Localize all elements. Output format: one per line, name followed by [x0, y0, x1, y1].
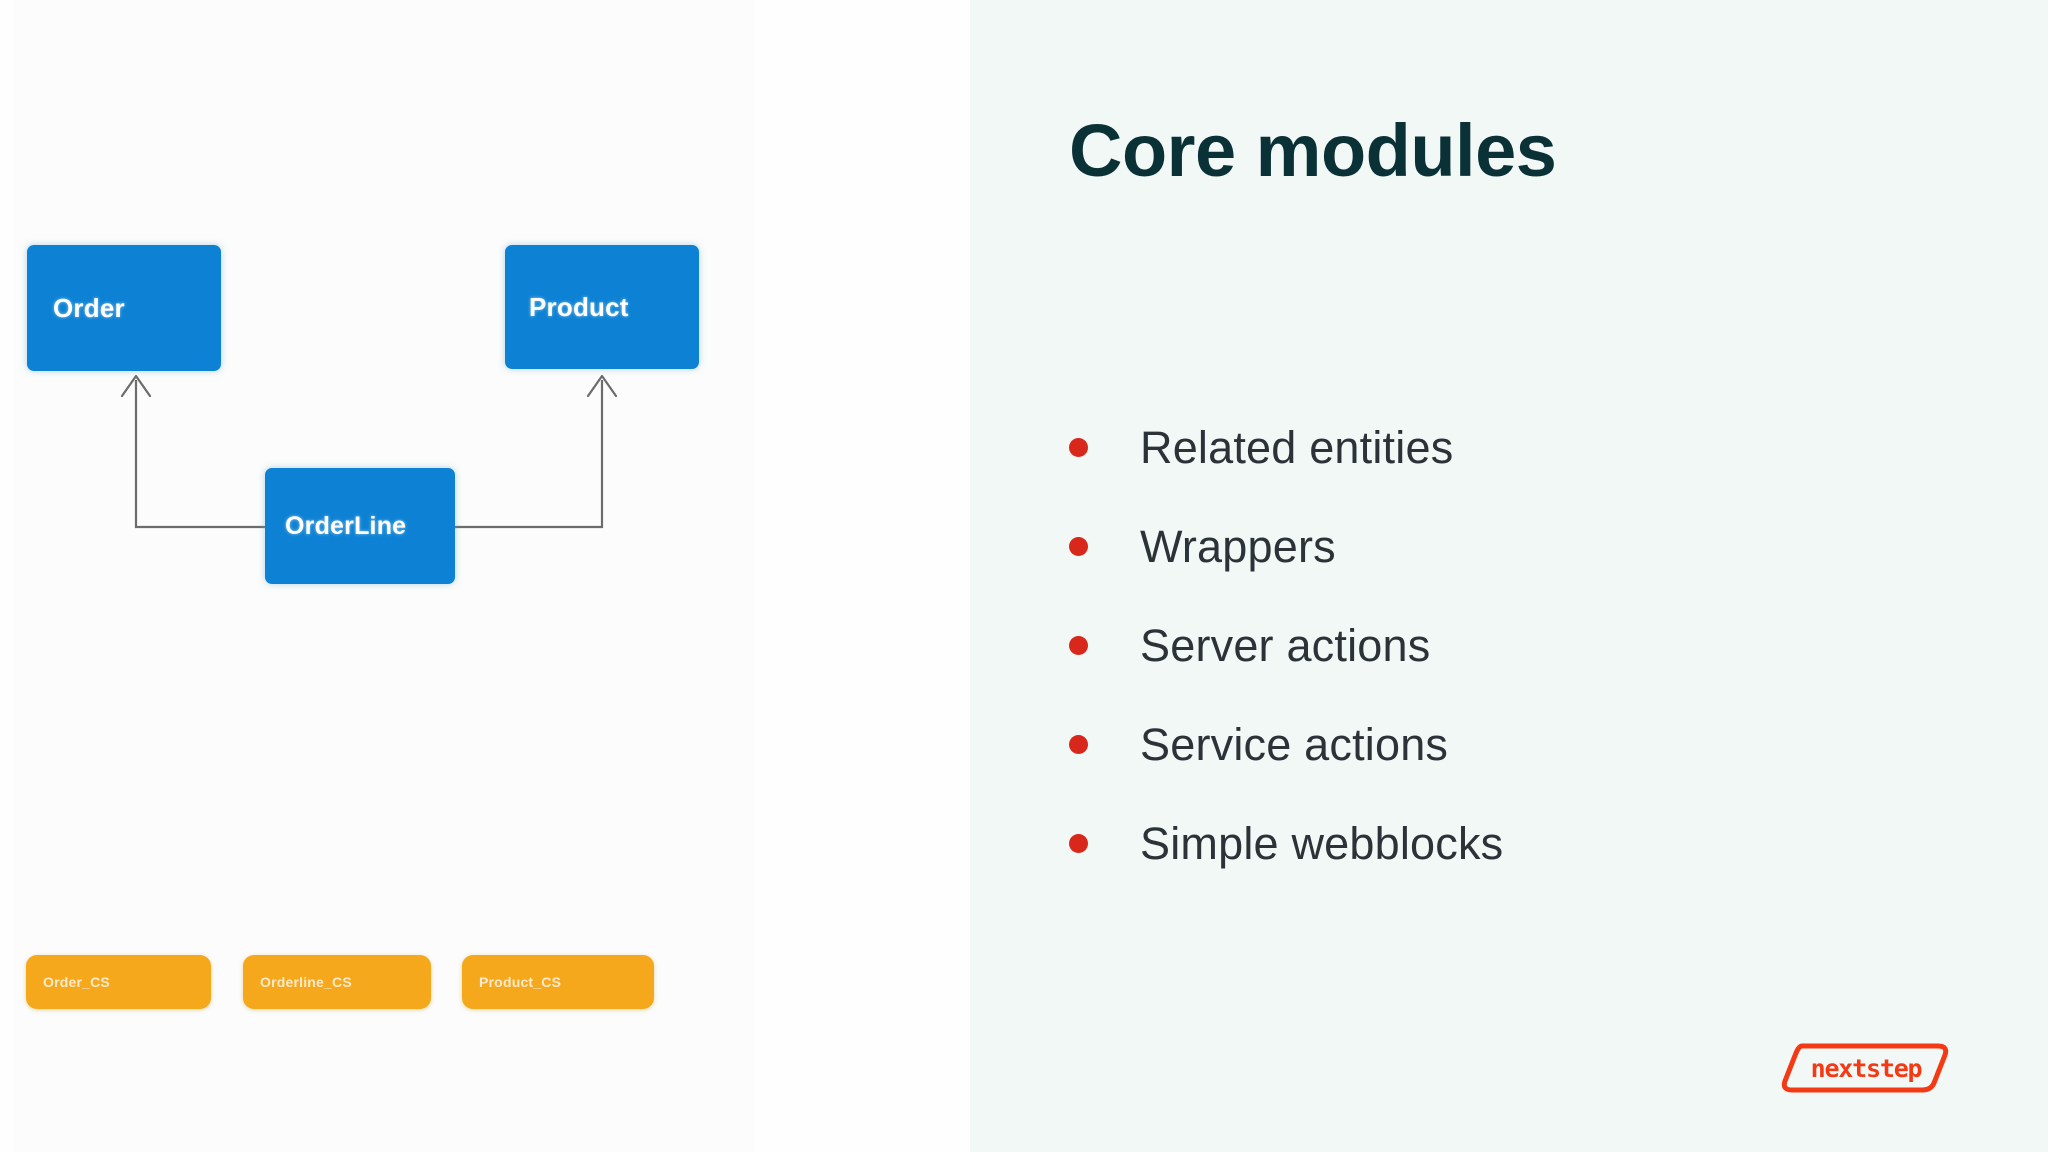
core-service-label-product: Product_CS — [479, 974, 562, 990]
bullet-dot-icon — [1069, 537, 1088, 556]
diagram-panel: Order Product OrderLine Order_CS Orderli… — [0, 0, 970, 1152]
arrowhead-order — [120, 374, 152, 398]
list-item: Service actions — [1069, 695, 1949, 794]
diagram-canvas: Order Product OrderLine Order_CS Orderli… — [0, 0, 970, 1152]
list-item-label: Simple webblocks — [1140, 817, 1504, 869]
list-item: Server actions — [1069, 596, 1949, 695]
content-panel: Core modules Related entities Wrappers S… — [970, 0, 2048, 1152]
entity-label-product: Product — [529, 291, 629, 322]
connector-orderline-order — [134, 380, 265, 529]
list-item-label: Related entities — [1140, 421, 1454, 473]
list-item: Wrappers — [1069, 497, 1949, 596]
bullet-dot-icon — [1069, 834, 1088, 853]
bullet-dot-icon — [1069, 438, 1088, 457]
core-service-label-orderline: Orderline_CS — [260, 974, 352, 990]
page-title: Core modules — [1069, 108, 1557, 192]
list-item-label: Service actions — [1140, 718, 1449, 770]
nextstep-logo: nextstep — [1780, 1042, 1950, 1094]
nextstep-logo-frame-icon — [1781, 1043, 1949, 1093]
list-item: Simple webblocks — [1069, 794, 1949, 893]
bullet-dot-icon — [1069, 636, 1088, 655]
core-service-box-orderline[interactable]: Orderline_CS — [243, 955, 431, 1009]
entity-label-order: Order — [53, 292, 125, 323]
entity-box-product[interactable]: Product — [505, 245, 699, 369]
list-item-label: Server actions — [1140, 619, 1431, 671]
connector-orderline-product — [455, 380, 604, 529]
core-service-box-product[interactable]: Product_CS — [462, 955, 654, 1009]
entity-box-order[interactable]: Order — [27, 245, 221, 371]
core-service-box-order[interactable]: Order_CS — [26, 955, 211, 1009]
arrowhead-product — [586, 374, 618, 398]
bullet-dot-icon — [1069, 735, 1088, 754]
list-item: Related entities — [1069, 398, 1949, 497]
entity-label-orderline: OrderLine — [285, 511, 407, 540]
core-service-label-order: Order_CS — [43, 974, 110, 990]
nextstep-logo-text: nextstep — [1810, 1053, 1923, 1083]
list-item-label: Wrappers — [1140, 520, 1336, 572]
entity-box-orderline[interactable]: OrderLine — [265, 468, 455, 584]
bullet-list: Related entities Wrappers Server actions… — [1069, 398, 1949, 893]
